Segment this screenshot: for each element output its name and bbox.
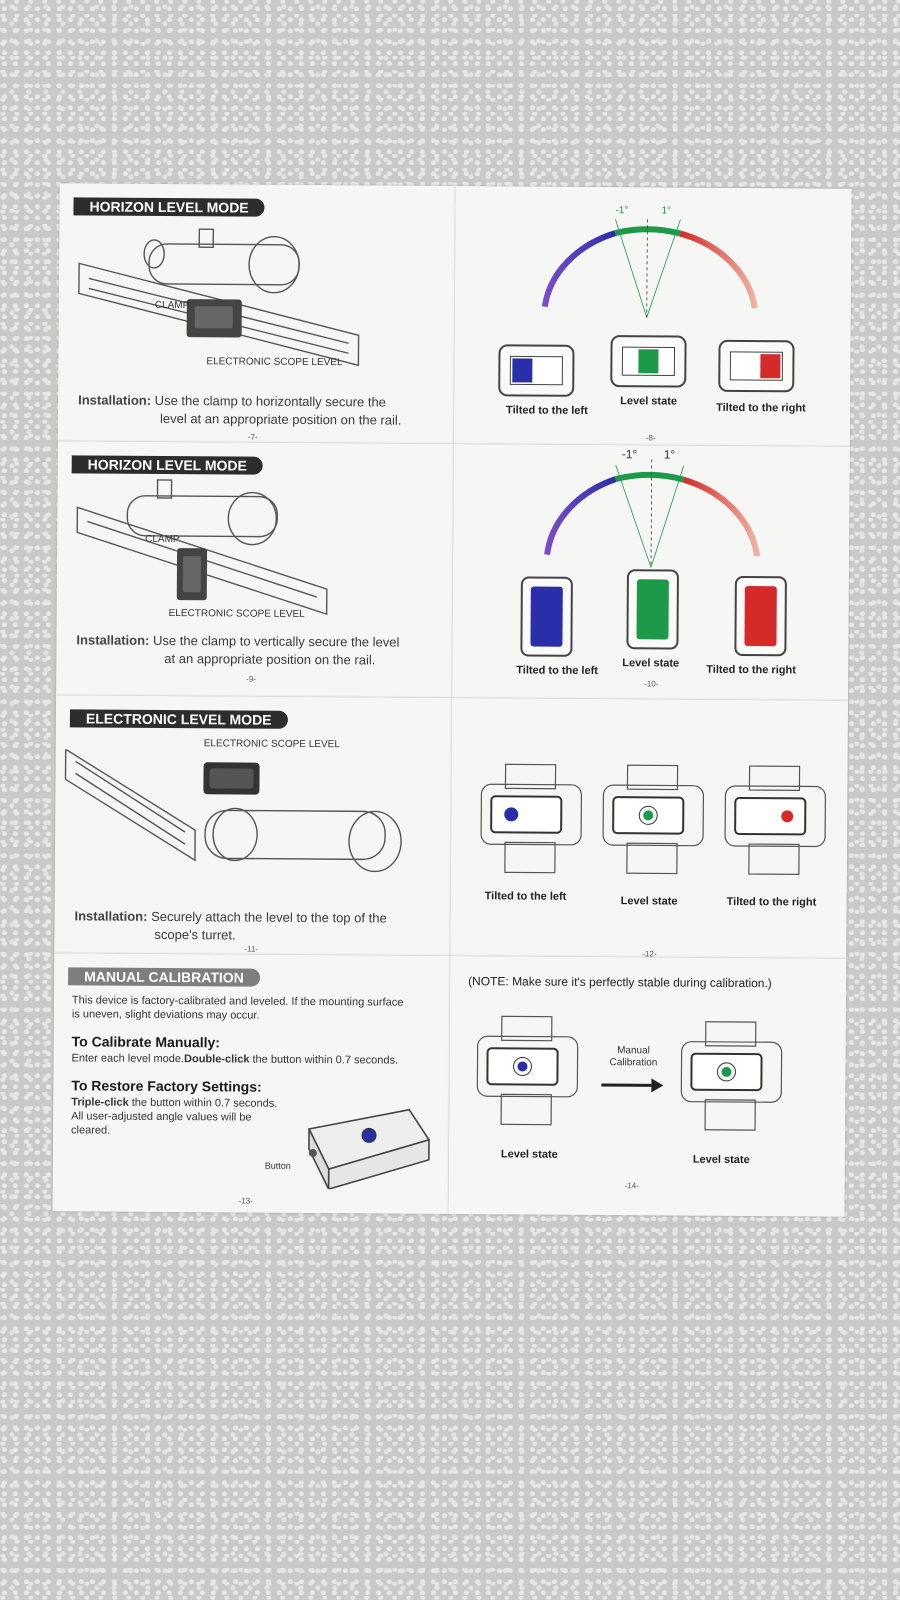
section-heading: HORIZON LEVEL MODE	[71, 455, 263, 475]
installation-text: Installation: Use the clamp to verticall…	[76, 631, 442, 670]
restore-line-2: All user-adjusted angle values will be	[71, 1110, 252, 1124]
arrow-right-icon	[601, 1078, 664, 1093]
calibrate-text-b: Double-click	[184, 1053, 250, 1066]
caption-level-after: Level state	[692, 1153, 750, 1167]
arrow-label-line-1: Manual	[617, 1045, 650, 1057]
installation-text: Installation: Use the clamp to horizonta…	[78, 391, 444, 430]
device-label: ELECTRONIC SCOPE LEVEL	[206, 356, 343, 369]
device-button-illustration	[307, 1108, 431, 1190]
caption-tilted-left: Tilted to the left	[484, 890, 567, 903]
restore-line-3: cleared.	[71, 1124, 111, 1137]
calibrate-text-c: the button within 0.7 seconds.	[249, 1053, 399, 1067]
section-heading: HORIZON LEVEL MODE	[73, 197, 265, 217]
restore-text-a: Triple-click	[71, 1096, 129, 1109]
caption-level: Level state	[620, 895, 678, 908]
device-tilted-right-icon	[718, 339, 795, 393]
panel-calibration-states: (NOTE: Make sure it's perfectly stable d…	[448, 955, 847, 1217]
page-number: -9-	[246, 674, 257, 684]
page-number: -8-	[645, 433, 656, 443]
scope-level-tilted-left-icon	[480, 763, 582, 874]
caption-tilted-right: Tilted to the right	[726, 895, 817, 909]
installation-label: Installation:	[78, 392, 152, 408]
manual-calibration-label: Manual Calibration	[609, 1045, 657, 1069]
panel-manual-calibration: MANUAL CALIBRATION This device is factor…	[52, 953, 451, 1214]
installation-line-2: level at an appropriate position on the …	[159, 410, 402, 428]
device-tilted-left-icon	[520, 576, 573, 657]
scope-level-center-icon	[602, 764, 704, 875]
page-number: -13-	[238, 1196, 253, 1206]
angle-left-label: -1°	[621, 447, 638, 462]
rifle-scope-illustration	[76, 479, 328, 616]
caption-tilted-left: Tilted to the left	[516, 664, 598, 678]
calibrate-text-a: Enter each level mode.	[71, 1052, 185, 1066]
panel-electronic-level-states: Tilted to the left Level state Tilted to…	[450, 697, 849, 959]
caption-level: Level state	[620, 395, 678, 408]
restore-instructions: Triple-click the button within 0.7 secon…	[71, 1095, 299, 1139]
rifle-scope-illustration	[78, 228, 360, 367]
page-number: -10-	[644, 679, 659, 689]
scope-level-tilted-right-icon	[724, 765, 826, 876]
angle-right-label: 1°	[661, 205, 672, 217]
tilt-arc-diagram	[544, 459, 761, 568]
calibration-note: (NOTE: Make sure it's perfectly stable d…	[468, 974, 772, 991]
caption-level-before: Level state	[500, 1148, 558, 1161]
panel-horizon-vertical-states: -1° 1° Tilted to the left Level state Ti…	[452, 443, 850, 701]
caption-tilted-left: Tilted to the left	[506, 404, 588, 417]
device-label: ELECTRONIC SCOPE LEVEL	[203, 738, 340, 751]
panel-horizon-horizontal-states: -1° 1° Tilted to the left Level state Ti…	[453, 185, 852, 447]
installation-line-2: scope's turret.	[154, 926, 236, 943]
clamp-label: CLAMP	[145, 533, 180, 546]
angle-right-label: 1°	[663, 447, 676, 462]
device-label: ELECTRONIC SCOPE LEVEL	[168, 608, 305, 620]
page-number: -7-	[247, 432, 258, 442]
installation-label: Installation:	[76, 632, 150, 648]
restore-text-b: the button within 0.7 seconds.	[128, 1096, 278, 1110]
installation-line-1: Securely attach the level to the top of …	[151, 908, 387, 926]
button-label: Button	[264, 1160, 291, 1171]
restore-heading: To Restore Factory Settings:	[71, 1077, 262, 1095]
section-heading: ELECTRONIC LEVEL MODE	[69, 709, 288, 729]
installation-line-2: at an appropriate position on the rail.	[164, 650, 376, 668]
instruction-sheet: HORIZON LEVEL MODE CLAMP ELECTRONIC SCOP…	[52, 183, 855, 1233]
installation-label: Installation:	[74, 908, 148, 924]
device-tilted-right-icon	[734, 576, 787, 657]
caption-tilted-right: Tilted to the right	[716, 401, 806, 415]
installation-line-1: Use the clamp to horizontally secure the	[154, 392, 386, 410]
rifle-turret-illustration	[64, 749, 402, 873]
tilt-arc-diagram	[541, 218, 758, 318]
device-level-icon	[626, 569, 679, 650]
scope-level-before-icon	[476, 1015, 579, 1126]
panel-horizon-vertical: HORIZON LEVEL MODE CLAMP ELECTRONIC SCOP…	[56, 441, 454, 698]
caption-level: Level state	[622, 657, 680, 670]
intro-line-1: This device is factory-calibrated and le…	[71, 994, 404, 1009]
intro-line-2: is uneven, slight deviations may occur.	[71, 1008, 260, 1022]
installation-text: Installation: Securely attach the level …	[74, 907, 440, 946]
panel-electronic-level: ELECTRONIC LEVEL MODE ELECTRONIC SCOPE L…	[54, 695, 453, 956]
panel-horizon-horizontal: HORIZON LEVEL MODE CLAMP ELECTRONIC SCOP…	[57, 183, 456, 444]
section-heading: MANUAL CALIBRATION	[68, 967, 260, 987]
calibration-intro: This device is factory-calibrated and le…	[72, 993, 438, 1024]
page-number: -14-	[624, 1181, 639, 1191]
page-number: -11-	[244, 944, 258, 954]
device-tilted-left-icon	[498, 344, 575, 397]
scope-level-after-icon	[680, 1021, 783, 1131]
device-level-icon	[610, 335, 687, 388]
calibrate-heading: To Calibrate Manually:	[71, 1033, 221, 1051]
calibrate-instructions: Enter each level mode.Double-click the b…	[71, 1051, 437, 1068]
angle-left-label: -1°	[615, 205, 629, 217]
caption-tilted-right: Tilted to the right	[706, 663, 796, 677]
clamp-label: CLAMP	[154, 299, 190, 312]
arrow-label-line-2: Calibration	[609, 1057, 658, 1069]
installation-line-1: Use the clamp to vertically secure the l…	[152, 632, 400, 650]
